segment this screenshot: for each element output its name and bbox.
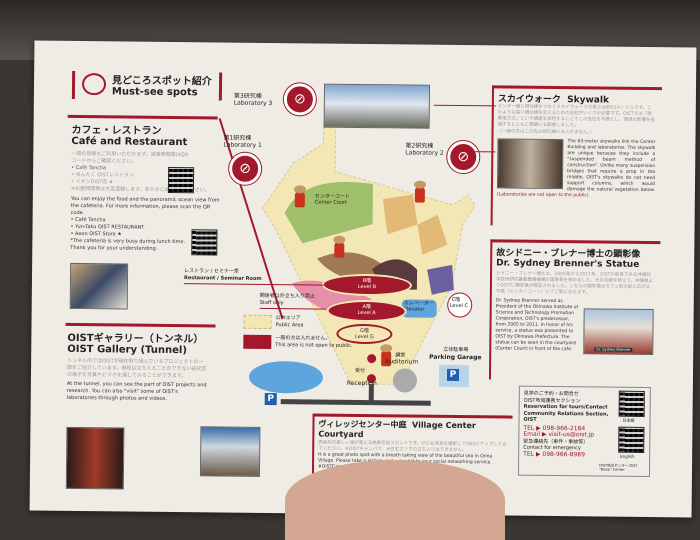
mascot-icon [334,241,345,258]
level-c-marker [447,292,473,318]
level-g-en: Level G [355,333,374,341]
skywalk-note-jp: （一般の方はこの先の研究棟には入れません。） [497,129,595,136]
lab1-no-entry-icon[interactable]: ⊘ [228,152,262,185]
hand-holding-brochure [285,460,505,540]
skywalk-title-jp: スカイウォーク [497,94,561,106]
elevator-label-en: Elevator [403,306,425,313]
lab3-no-entry-icon[interactable]: ⊘ [283,83,317,116]
skywalk-desc-en: The 63-meter skywalks link the Center Bu… [566,139,656,194]
gallery-title-en: OIST Gallery (Tunnel) [67,343,187,357]
pond [248,360,324,394]
legend-closed-label-en: This area is not open to public. [275,342,353,349]
restaurant-label-en: Restaurant / Seminar Room [183,275,262,282]
gallery-title-jp: OISTギャラリー（トンネル） [67,332,204,346]
courtyard-title-jp: ヴィレッジセンター中庭 [318,419,407,430]
road [368,384,374,403]
page-title-en: Must-see spots [111,86,198,99]
contact-title-en: Reservation for tours/Contact Community … [523,403,609,423]
cafe-item: ゆんたく OISTレストラン [75,171,134,179]
legend-public-label-en: Public Area [275,322,304,329]
skywalk-desc-jp: センター棟と研究棟をつなぐスカイウォークの長さは約63メートルです。このような長… [497,104,656,129]
elevator [401,299,437,318]
cafe-note-en: *The cafeteria is very busy during lunch… [70,237,186,252]
restroom-block [427,264,454,295]
building-block [417,214,448,255]
lab3-label-en: Laboratory 3 [233,99,273,108]
qr-code-english[interactable] [618,426,645,453]
cafe-title-jp: カフェ・レストラン [71,124,162,137]
skywalk-tunnel-photo [496,138,564,190]
legend-closed-swatch [243,334,272,350]
lab2-no-entry-icon[interactable]: ⊘ [447,140,480,174]
header-bar [218,72,223,101]
building-block [382,194,418,235]
mascot-icon [414,186,425,203]
qr-code[interactable] [167,166,195,194]
qr-code-japanese[interactable] [618,390,645,417]
skywalk-title-en: Skywalk [567,95,610,106]
logo-icon [81,73,107,96]
bosai-center-label: OIST防災センター OIST "Bosai" Center [598,463,638,472]
auditorium-label-en: Auditorium [385,358,419,366]
lab1-label-en: Laboratory 1 [223,141,262,149]
cafe-item: Café Tancha [75,164,107,172]
gallery-photo [65,426,125,490]
brenner-title-en: Dr. Sydney Brenner's Statue [496,258,640,270]
qr-label-jp: 日本語 [622,417,635,423]
cafe-item: イオンOIST店 ★ [75,178,114,186]
mascot-icon [294,191,305,208]
brenner-desc-jp: シドニー・ブレナー博士は、2005年から2011年、OISTの前身である沖縄科学… [495,271,654,296]
level-c-label-en: Level C [449,302,469,310]
page-title-jp: 見どころスポット紹介 [112,75,212,88]
cafe-item: Café Tancha [75,216,106,224]
photo-caption: Dr. Sydney Brenner [594,347,633,352]
lab2-label-en: Laboratory 2 [405,149,444,157]
reception-label: 受付 [355,367,366,375]
parking-garage-label-en: Parking Garage [429,353,482,362]
gallery-section [65,322,216,328]
cafe-item: Yun-Taku OIST RESTAURANT [75,223,145,231]
parking-icon: P [264,392,277,406]
qr-code[interactable] [191,229,218,256]
brochure: 見どころスポット紹介 Must-see spots カフェ・レストラン Café… [29,40,697,518]
auditorium-building [392,368,418,393]
level-a-en: Level A [357,309,376,317]
cafe-photo [69,262,129,310]
center-court-label-en: Center Court [314,199,347,206]
courtyard-photo [199,426,261,477]
staff-label-en: Staff only [259,299,284,307]
qr-label-en: English [620,453,635,459]
cafe-section [67,114,218,120]
skywalk-photo [323,83,431,129]
cafe-title-en: Café and Restaurant [71,135,188,149]
cafe-desc-jp: 一般の皆様もご利用いただけます。営業時間等はQRコードからご確認ください。 [71,150,189,165]
header-bar [71,70,76,99]
level-b-en: Level B [357,283,377,291]
statue-photo: Dr. Sydney Brenner [583,308,654,356]
cafe-item: Aeon OIST Store ★ [74,230,122,238]
parking-garage: P [438,364,470,388]
parking-icon: P [446,368,460,382]
center-court[interactable] [284,181,373,244]
cafe-desc-en: You can enjoy the food and the panoramic… [70,195,220,217]
gallery-desc-en: At the tunnel, you can see the part of O… [66,380,207,402]
skywalk-note-en: (Laboratories are not open to the public… [496,192,589,199]
cafe-note-jp: ※お昼時間帯は大変混雑します。あらかじめご了承ください。 [70,185,210,194]
gallery-desc-jp: トンネル内ではOISTが現在取り組んでいるプロジェクトの一部をご紹介しています。… [66,357,207,380]
map-pin[interactable] [367,354,377,364]
legend-public-swatch [243,314,272,330]
contact-box: 見学のご予約・お問合せ OIST地域連携セクション Reservation fo… [517,385,651,478]
